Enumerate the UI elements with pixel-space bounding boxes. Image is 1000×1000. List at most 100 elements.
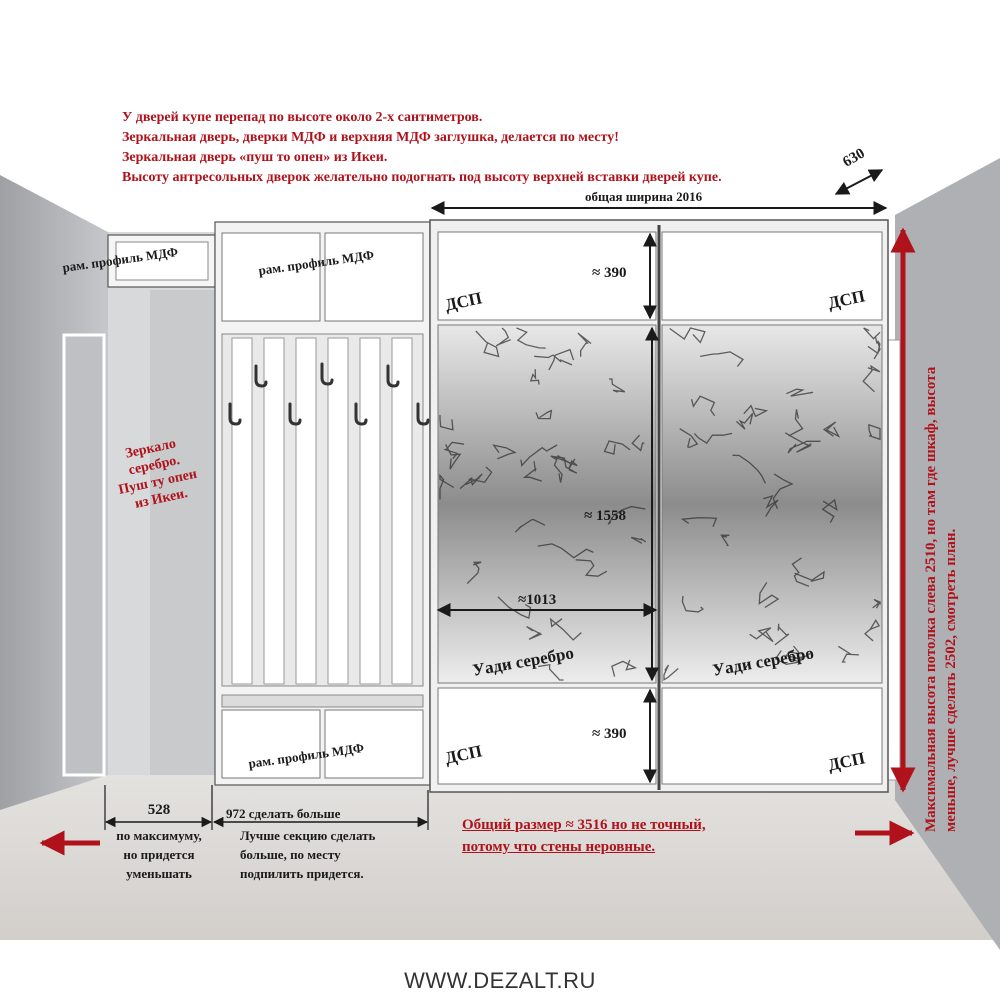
- mirror-vein: [681, 595, 704, 613]
- mirror-vein: [553, 454, 571, 483]
- total-size-note: Общий размер ≈ 3516 но не точный, потому…: [462, 817, 706, 855]
- mirror-vein: [863, 327, 881, 344]
- mirror-vein: [526, 626, 543, 640]
- mirror-vein: [788, 409, 804, 437]
- niche: [150, 290, 215, 775]
- mirror-vein: [786, 388, 814, 397]
- mirror-vein: [785, 645, 811, 660]
- mirror-vein: [784, 432, 812, 453]
- floor: [0, 775, 1000, 940]
- mirror-vein: [758, 581, 780, 609]
- slat: [327, 337, 349, 685]
- mirror-vein: [443, 441, 465, 460]
- coat-hook: [254, 364, 268, 388]
- coat-hook: [288, 402, 302, 426]
- mirror-vein: [549, 617, 582, 641]
- mirror-vein: [551, 455, 578, 470]
- coat-hook: [354, 402, 368, 426]
- depth-arrow: [834, 169, 884, 195]
- mirror-vein: [700, 351, 744, 367]
- mirror-vein: [607, 505, 646, 525]
- slat: [263, 337, 285, 685]
- mirror-vein: [867, 340, 881, 360]
- mirror-vein: [821, 498, 838, 524]
- mirror-vein: [663, 664, 679, 681]
- w528-label: 528: [147, 802, 171, 818]
- mirror-vein: [680, 517, 718, 528]
- door-2-bottom-panel: [661, 687, 883, 785]
- mirror-vein: [439, 415, 454, 431]
- mirror-vein: [862, 364, 881, 393]
- mirror-vein: [720, 534, 730, 547]
- total-width-label: общая ширина 2016: [585, 189, 703, 204]
- mirror-vein: [603, 440, 631, 455]
- mirror-vein: [537, 543, 594, 559]
- slat: [295, 337, 317, 685]
- top-height-label: ≈ 390: [592, 265, 627, 281]
- room: [0, 158, 1000, 950]
- mirror-vein: [837, 645, 859, 663]
- coat-hook: [416, 402, 430, 426]
- slat: [359, 337, 381, 685]
- door-width-label: ≈1013: [518, 592, 557, 608]
- door-2-top-panel: [661, 231, 883, 321]
- coat-hook: [386, 364, 400, 388]
- mirror-vein: [763, 494, 779, 517]
- mirror-vein: [534, 354, 573, 366]
- mirror-vein: [749, 627, 774, 643]
- sliding-wardrobe: [429, 219, 889, 793]
- mirror-vein: [794, 570, 825, 583]
- slat: [391, 337, 413, 685]
- note-mezzanine-height: Высоту антресольных дверок желательно по…: [122, 170, 722, 185]
- mirror-vein: [772, 473, 794, 510]
- slat: [231, 337, 253, 685]
- note-push-to-open: Зеркальная дверь «пуш то опен» из Икеи.: [122, 150, 388, 165]
- mirror-vein: [872, 598, 882, 609]
- dimension-lines: [39, 169, 916, 856]
- mirror-vein: [535, 409, 553, 420]
- w972-label: 972 сделать больше: [226, 806, 341, 821]
- mirror-vein: [611, 659, 638, 677]
- w972-note: Лучше секцию сделать больше, по месту по…: [240, 828, 376, 881]
- mirror-vein: [465, 473, 483, 486]
- mirror-vein: [679, 428, 699, 448]
- mirror-vein: [608, 378, 626, 393]
- right-wall: [895, 158, 1000, 950]
- mirror-vein: [514, 518, 546, 533]
- bottom-height-label: ≈ 390: [592, 726, 627, 742]
- mirror-vein: [693, 432, 733, 444]
- coat-hook: [320, 362, 334, 386]
- coat-hook: [228, 402, 242, 426]
- mirror-pattern: [439, 327, 882, 681]
- mirror-vein: [868, 423, 881, 441]
- mirror-vein: [495, 327, 511, 347]
- mirror-vein: [743, 404, 769, 418]
- note-height-difference: У дверей купе перепад по высоте около 2-…: [122, 110, 483, 125]
- mirror-vein: [548, 348, 575, 371]
- mirror-vein: [774, 650, 804, 665]
- mirror-vein: [630, 536, 647, 544]
- mirror-vein: [732, 454, 766, 484]
- hallway-module: [214, 221, 431, 786]
- mirror-vein: [787, 440, 821, 454]
- door-1-mirror: [437, 324, 657, 684]
- mirror-vein: [690, 395, 716, 417]
- mirror-vein: [577, 332, 592, 357]
- door-1-bottom-panel: [437, 687, 657, 785]
- left-mezzanine: [107, 234, 216, 288]
- mirror-vein: [735, 412, 754, 430]
- mirror-vein: [822, 421, 841, 438]
- w528-note: по максимуму, но придется уменьшать: [116, 828, 202, 881]
- ceiling-height-note: Максимальная высота потолка слева 2510, …: [923, 366, 959, 832]
- mirror-vein: [520, 444, 558, 467]
- mirror-vein: [538, 663, 564, 681]
- note-made-on-site: Зеркальная дверь, дверки МДФ и верхняя М…: [122, 130, 619, 145]
- mirror-vein: [516, 327, 546, 349]
- mirror-vein: [475, 330, 500, 358]
- mirror-vein: [439, 473, 455, 500]
- mirror-vein: [529, 369, 540, 385]
- mirror-vein: [669, 327, 706, 344]
- mirror-vein: [774, 623, 790, 646]
- mirror-vein: [575, 559, 608, 577]
